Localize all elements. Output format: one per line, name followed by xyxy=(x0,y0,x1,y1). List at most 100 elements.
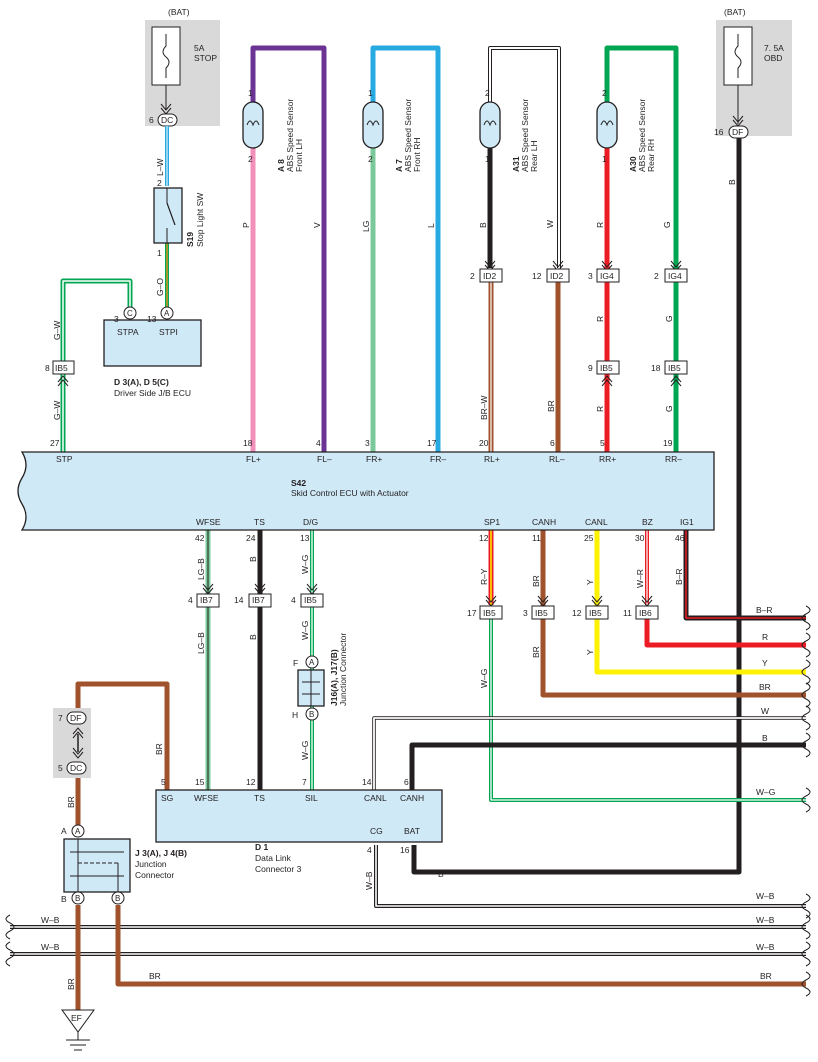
sensor-front-lh: 1 2 A 8 ABS Speed Sensor Front LH P V xyxy=(241,88,322,228)
svg-text:3: 3 xyxy=(523,608,528,618)
jb-ecu: 3 C 13 A STPA STPI D 3(A), D 5(C) Driver… xyxy=(103,306,202,398)
svg-text:BR: BR xyxy=(149,971,161,981)
fuse-obd-rating: 7. 5A xyxy=(764,43,784,53)
stop-switch-body xyxy=(153,187,183,244)
lower-ib-connectors: LG–B 4 IB7 LG–B B 14 IB7 B W–G 4 IB5 W–G… xyxy=(188,555,684,688)
sensor-rear-rh: 2 1 A30 ABS Speed Sensor Rear RH R G xyxy=(595,88,672,228)
svg-text:A: A xyxy=(61,826,67,836)
svg-text:Y: Y xyxy=(585,579,595,585)
jb-ecu-name: Driver Side J/B ECU xyxy=(114,388,191,398)
df-dc-block: 7 DF 5 DC BR xyxy=(53,708,91,808)
stop-switch-code: S19 xyxy=(185,232,195,247)
wire-cg-wb xyxy=(374,845,806,908)
svg-text:B: B xyxy=(478,222,488,228)
svg-text:3: 3 xyxy=(588,271,593,281)
svg-text:1: 1 xyxy=(157,248,162,258)
svg-text:IB5: IB5 xyxy=(600,363,613,373)
svg-text:BZ: BZ xyxy=(642,517,653,527)
svg-text:B: B xyxy=(248,634,258,640)
fuse-obd-name: OBD xyxy=(764,53,782,63)
svg-text:D/G: D/G xyxy=(303,517,318,527)
svg-text:W–G: W–G xyxy=(300,741,310,760)
dlc-body xyxy=(155,789,443,843)
svg-text:R: R xyxy=(595,406,605,412)
wire-w xyxy=(372,716,806,790)
svg-text:BR: BR xyxy=(531,575,541,587)
svg-text:W–G: W–G xyxy=(479,669,489,688)
svg-text:IB5: IB5 xyxy=(535,608,548,618)
svg-text:FL–: FL– xyxy=(317,454,332,464)
svg-text:2: 2 xyxy=(248,154,253,164)
svg-text:WFSE: WFSE xyxy=(194,793,219,803)
svg-text:1: 1 xyxy=(248,88,253,98)
junction-j16-j17: F A H B J16(A), J17(B) Junction Connecto… xyxy=(292,633,348,760)
svg-text:W–G: W–G xyxy=(756,787,775,797)
svg-text:W–G: W–G xyxy=(300,621,310,640)
jb-ecu-body xyxy=(103,319,202,367)
svg-text:W–B: W–B xyxy=(756,915,775,925)
svg-text:4: 4 xyxy=(316,438,321,448)
svg-text:6: 6 xyxy=(404,777,409,787)
svg-text:R: R xyxy=(762,632,768,642)
svg-text:42: 42 xyxy=(195,533,205,543)
svg-text:IB5: IB5 xyxy=(55,363,68,373)
svg-text:12: 12 xyxy=(572,608,582,618)
wire-label-obd-b: B xyxy=(727,179,737,185)
svg-text:Junction: Junction xyxy=(135,859,167,869)
sg-wire-label: BR xyxy=(154,743,164,755)
svg-text:1: 1 xyxy=(368,88,373,98)
svg-text:W: W xyxy=(761,706,769,716)
svg-text:2: 2 xyxy=(654,271,659,281)
wire-rl-w xyxy=(488,46,561,268)
svg-text:G–W: G–W xyxy=(52,401,62,420)
rear-connectors: 2 ID2 BR–W 12 ID2 BR 3 IG4 R 9 IB5 R 2 I… xyxy=(470,260,688,420)
svg-text:BR: BR xyxy=(66,978,76,990)
svg-text:IB5: IB5 xyxy=(304,595,317,605)
svg-text:A 8: A 8 xyxy=(276,159,286,172)
fuse-obd-source: (BAT) xyxy=(724,7,746,17)
svg-text:12: 12 xyxy=(479,533,489,543)
svg-text:DC: DC xyxy=(161,115,173,125)
wire-canh-br xyxy=(540,530,806,698)
wire-fl-minus xyxy=(250,45,327,455)
fuse-obd-element xyxy=(734,34,742,78)
svg-text:R–Y: R–Y xyxy=(479,568,489,585)
ecu-body xyxy=(17,451,715,531)
svg-text:RL+: RL+ xyxy=(484,454,500,464)
svg-text:6: 6 xyxy=(550,438,555,448)
svg-text:25: 25 xyxy=(584,533,594,543)
svg-text:9: 9 xyxy=(588,363,593,373)
svg-text:18: 18 xyxy=(651,363,661,373)
svg-text:3: 3 xyxy=(365,438,370,448)
svg-text:W–B: W–B xyxy=(364,871,374,890)
svg-text:STP: STP xyxy=(56,454,73,464)
svg-text:12: 12 xyxy=(246,777,256,787)
svg-text:FL+: FL+ xyxy=(246,454,261,464)
svg-text:11: 11 xyxy=(532,533,541,543)
svg-text:DF: DF xyxy=(732,127,743,137)
svg-text:Rear RH: Rear RH xyxy=(646,139,656,172)
svg-text:J 3(A), J 4(B): J 3(A), J 4(B) xyxy=(135,848,187,858)
svg-text:RR+: RR+ xyxy=(599,454,616,464)
svg-text:ABS Speed Sensor: ABS Speed Sensor xyxy=(520,99,530,172)
svg-text:46: 46 xyxy=(675,533,685,543)
svg-text:CG: CG xyxy=(370,826,383,836)
svg-text:RR–: RR– xyxy=(665,454,682,464)
svg-text:2: 2 xyxy=(485,88,490,98)
svg-text:19: 19 xyxy=(663,438,673,448)
svg-text:W–B: W–B xyxy=(41,942,60,952)
svg-text:SIL: SIL xyxy=(305,793,318,803)
svg-text:14: 14 xyxy=(234,595,244,605)
svg-text:G: G xyxy=(662,221,672,228)
svg-text:18: 18 xyxy=(243,438,253,448)
svg-text:Rear LH: Rear LH xyxy=(529,140,539,172)
svg-text:V: V xyxy=(312,222,322,228)
svg-text:F: F xyxy=(293,658,298,668)
svg-text:LG–B: LG–B xyxy=(196,632,206,654)
svg-text:IG4: IG4 xyxy=(668,271,682,281)
svg-text:TS: TS xyxy=(254,793,265,803)
fuse-stop-rating: 5A xyxy=(194,43,205,53)
svg-text:IB6: IB6 xyxy=(639,608,652,618)
svg-text:DC: DC xyxy=(70,763,82,773)
svg-text:15: 15 xyxy=(195,777,205,787)
